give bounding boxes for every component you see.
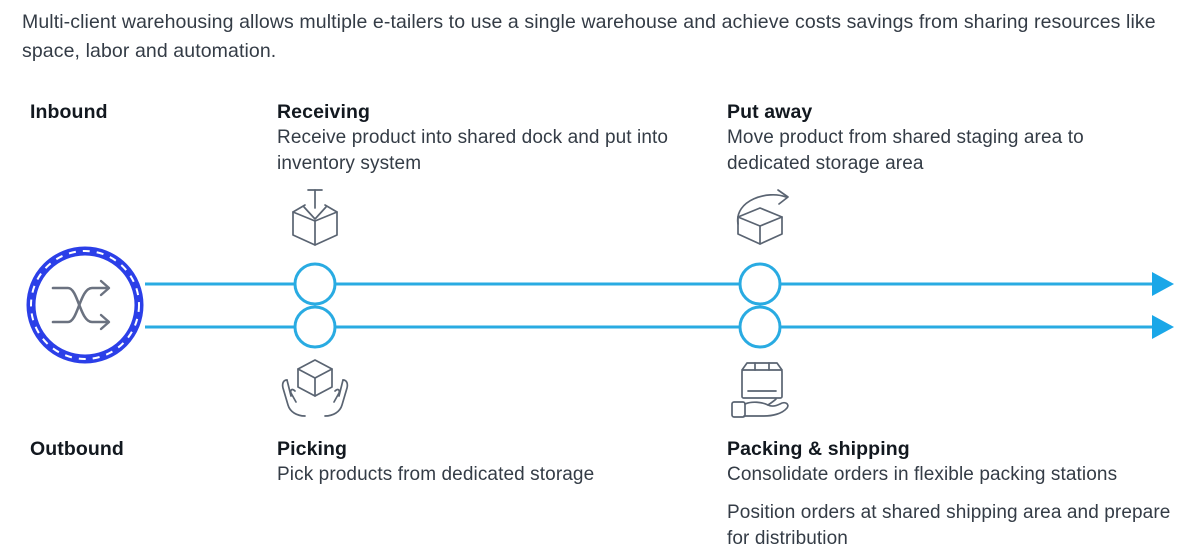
flow-arrowhead-inbound: [1152, 272, 1174, 296]
box-open-arrow-in-icon: [275, 188, 355, 250]
stage-picking: Picking Pick products from dedicated sto…: [277, 436, 707, 488]
stage-receiving-title: Receiving: [277, 101, 371, 123]
stage-packing-desc: Consolidate orders in flexible packing s…: [727, 464, 1118, 485]
hub-ring-dashed: [30, 250, 140, 360]
lane-label-outbound: Outbound: [30, 436, 124, 462]
intro-paragraph: Multi-client warehousing allows multiple…: [22, 11, 1156, 62]
stage-putaway-title: Put away: [727, 101, 813, 123]
stage-putaway: Put away Move product from shared stagin…: [727, 99, 1167, 177]
stage-packing: Packing & shipping Consolidate orders in…: [727, 436, 1187, 552]
flow-node-putaway[interactable]: [738, 262, 782, 306]
warehouse-hub[interactable]: [26, 246, 144, 364]
inbound-title: Inbound: [30, 101, 108, 123]
stage-putaway-desc: Move product from shared staging area to…: [727, 127, 1084, 174]
stage-picking-title: Picking: [277, 438, 348, 460]
stage-receiving-desc: Receive product into shared dock and put…: [277, 127, 669, 174]
stage-receiving: Receiving Receive product into shared do…: [277, 99, 697, 177]
stage-packing-desc2: Position orders at shared shipping area …: [727, 502, 1171, 549]
stage-picking-desc: Pick products from dedicated storage: [277, 464, 595, 485]
flow-node-packing[interactable]: [738, 305, 782, 349]
flow-node-receiving[interactable]: [293, 262, 337, 306]
box-curved-arrow-icon: [722, 188, 802, 250]
outbound-title: Outbound: [30, 438, 124, 460]
lane-label-inbound: Inbound: [30, 99, 108, 125]
shuffle-arrows-icon: [51, 279, 111, 331]
flow-node-picking[interactable]: [293, 305, 337, 349]
hands-holding-cube-icon: [275, 358, 355, 420]
parcel-on-hand-icon: [722, 358, 802, 420]
flow-arrowhead-outbound: [1152, 315, 1174, 339]
hub-ring-outer: [26, 246, 144, 364]
stage-packing-title: Packing & shipping: [727, 438, 910, 460]
